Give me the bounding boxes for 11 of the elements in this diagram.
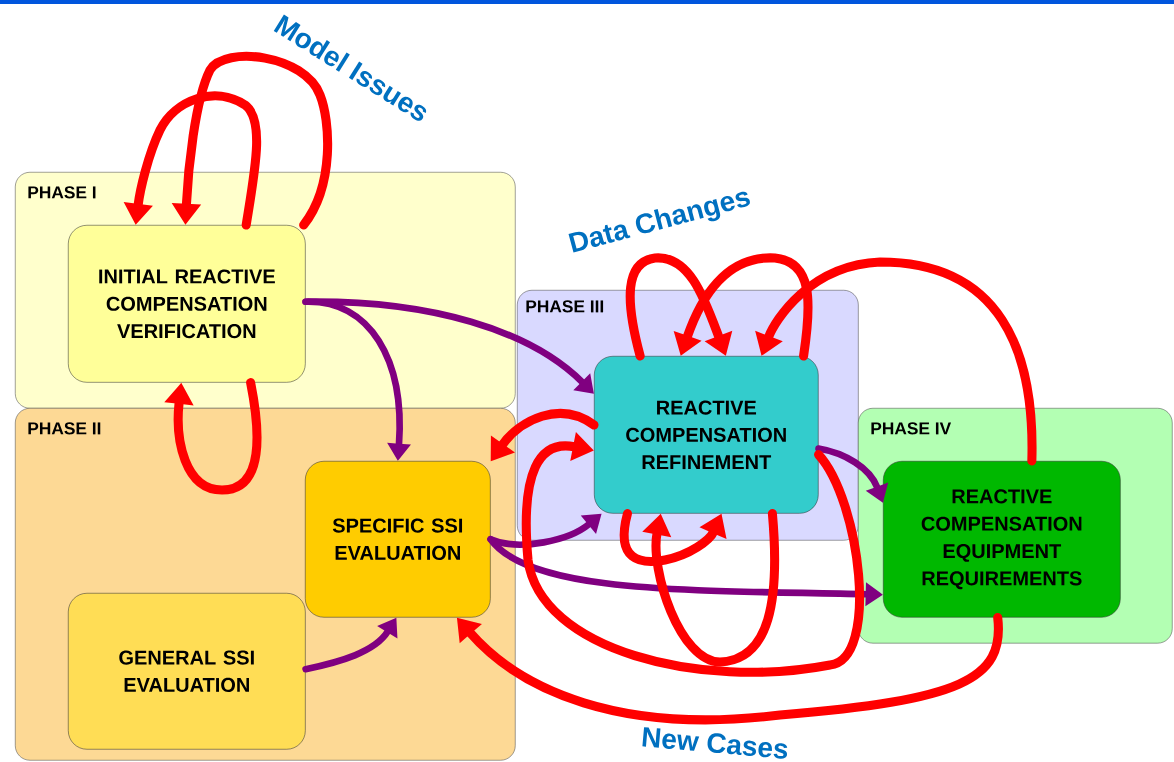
edge-label: New Cases [639, 725, 791, 761]
process-box: SPECIFIC SSI EVALUATION [305, 461, 491, 618]
arrow [521, 431, 865, 677]
arrow [625, 253, 733, 361]
edge-label: Data Changes [564, 183, 756, 261]
arrow [642, 509, 780, 667]
arrow [302, 298, 594, 394]
process-box: REACTIVE COMPENSATION EQUIPMENT REQUIREMENTS [883, 461, 1121, 618]
process-box: INITIAL REACTIVE COMPENSATION VERIFICATION [68, 225, 306, 383]
process-box: REACTIVE COMPENSATION REFINEMENT [594, 356, 819, 514]
process-box: GENERAL SSI EVALUATION [68, 593, 306, 750]
